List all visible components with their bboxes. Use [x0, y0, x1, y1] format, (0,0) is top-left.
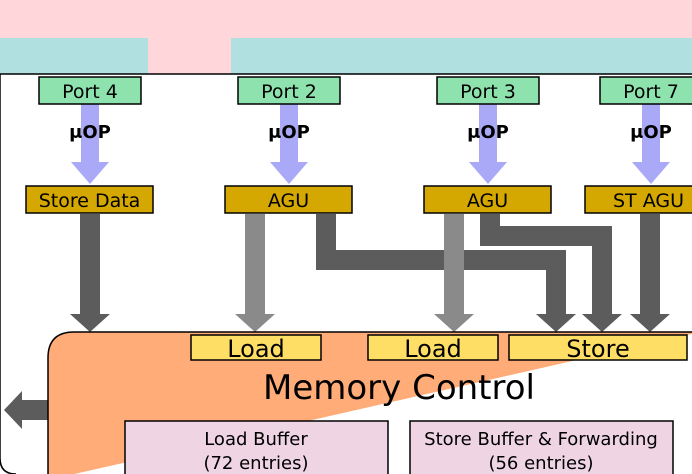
store-buffer-entries: (56 entries) — [488, 453, 593, 474]
slot-label: Load — [404, 335, 462, 363]
unit-box-agu-port-2: AGU — [224, 185, 353, 214]
port-box-port-7: Port 7 — [599, 76, 692, 105]
unit-label: AGU — [268, 190, 309, 212]
unit-box-store-data: Store Data — [25, 185, 154, 214]
uop-label-port-3: μOP — [467, 122, 509, 143]
load-slot-1: Load — [190, 334, 322, 363]
uop-arrows — [71, 104, 670, 184]
unit-box-st-agu: ST AGU — [584, 185, 692, 214]
store-buffer-title: Store Buffer & Forwarding — [424, 429, 658, 450]
unit-label: ST AGU — [613, 190, 684, 212]
port-label: Port 3 — [460, 81, 516, 103]
uop-arrow-port-3 — [469, 104, 507, 184]
port-label: Port 4 — [62, 81, 118, 103]
load-buffer-box: Load Buffer (72 entries) — [124, 420, 389, 474]
port-label: Port 7 — [623, 81, 679, 103]
store-slot: Store — [508, 334, 688, 363]
load-slot-2: Load — [367, 334, 499, 363]
slot-label: Store — [566, 335, 629, 363]
load-buffer-entries: (72 entries) — [203, 453, 308, 474]
store-data-arrow — [70, 214, 110, 332]
port-box-port-3: Port 3 — [436, 76, 540, 105]
memory-control-title: Memory Control — [263, 368, 535, 408]
unit-box-agu-port-3: AGU — [423, 185, 552, 214]
unit-label: Store Data — [39, 190, 141, 212]
port-box-port-2: Port 2 — [237, 76, 341, 105]
port-box-port-4: Port 4 — [38, 76, 142, 105]
uop-arrow-port-4 — [71, 104, 109, 184]
agu-port2-to-load-arrow — [235, 214, 275, 332]
uop-label-port-2: μOP — [268, 122, 310, 143]
exit-left-arrow — [4, 391, 48, 429]
agu-port3-to-load-arrow — [434, 214, 474, 332]
store-buffer-box: Store Buffer & Forwarding (56 entries) — [409, 420, 674, 474]
agu-port3-to-store-arrow — [480, 214, 622, 332]
port-label: Port 2 — [261, 81, 317, 103]
uop-label-port-4: μOP — [69, 122, 111, 143]
uop-arrow-port-2 — [270, 104, 308, 184]
scheduler-band-left — [0, 38, 148, 74]
uop-label-port-7: μOP — [630, 122, 672, 143]
st-agu-arrow — [630, 214, 670, 332]
unit-label: AGU — [467, 190, 508, 212]
slot-label: Load — [227, 335, 285, 363]
load-buffer-title: Load Buffer — [204, 429, 308, 450]
light-arrows — [235, 214, 474, 332]
dark-arrows — [4, 214, 670, 429]
uop-arrow-port-7 — [632, 104, 670, 184]
scheduler-band-right — [231, 38, 692, 74]
agu-port2-to-store-arrow — [316, 214, 576, 332]
